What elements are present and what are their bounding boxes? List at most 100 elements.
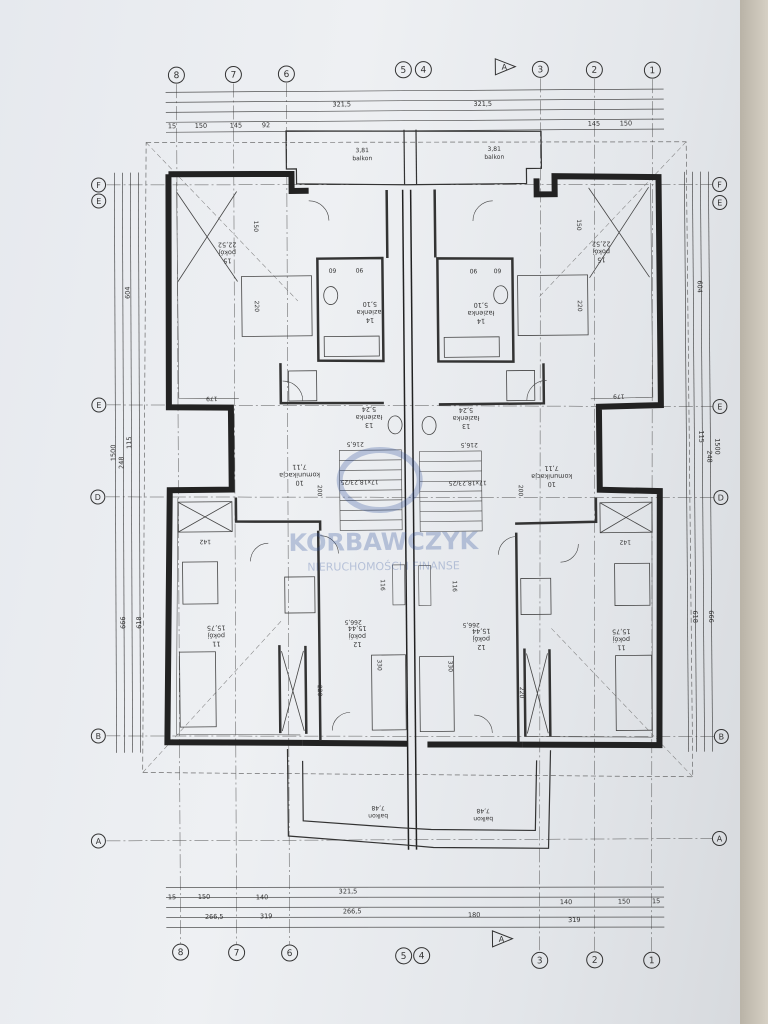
dim-266-left: 266,5 bbox=[344, 618, 361, 625]
dim-200-left: 200 bbox=[316, 485, 323, 497]
dim-116-right: 116 bbox=[451, 581, 458, 593]
axis-right-F: F bbox=[717, 180, 722, 189]
dim-90-right: 90 bbox=[469, 267, 477, 274]
axis-right-E: E bbox=[717, 402, 722, 411]
axis-top-8: 8 bbox=[174, 71, 180, 81]
axis-right-E1: E bbox=[717, 198, 722, 207]
party-wall bbox=[401, 189, 418, 850]
dim-bottom2-1: 266,5 bbox=[205, 913, 224, 921]
dim-bottom2-4: 319 bbox=[568, 916, 581, 924]
room-12-right-num: 12 bbox=[477, 643, 485, 651]
room-15-left-area: 22,52 bbox=[218, 241, 237, 249]
dim-right-115: 115 bbox=[697, 430, 705, 443]
axis-bottom-2: 2 bbox=[592, 956, 598, 966]
dim-bottom-7: 15 bbox=[652, 897, 660, 905]
dimension-lines-side bbox=[114, 171, 713, 753]
dim-top-total-right: 321,5 bbox=[473, 100, 492, 108]
dim-top-2: 150 bbox=[195, 122, 208, 130]
dim-bottom-2: 150 bbox=[198, 893, 211, 901]
section-marker-bottom-label: A bbox=[499, 935, 505, 944]
stair-left-label: 17x18,23/25 bbox=[340, 478, 378, 485]
dim-left-666: 666 bbox=[119, 616, 127, 629]
interior-walls bbox=[234, 189, 598, 743]
dim-216-right: 216,5 bbox=[460, 441, 477, 448]
room-12-right-area: 15,44 bbox=[472, 627, 491, 635]
dim-right-666: 666 bbox=[707, 610, 715, 623]
balcony-top-right-area: 3,81 bbox=[487, 146, 501, 153]
room-10-left-num: 10 bbox=[296, 479, 304, 487]
dim-200-right: 200 bbox=[517, 485, 524, 497]
dim-top-3: 145 bbox=[230, 121, 243, 129]
dim-left-604: 604 bbox=[124, 286, 132, 299]
wall-inner-lines bbox=[176, 182, 654, 738]
axis-top-7: 7 bbox=[231, 71, 237, 81]
balcony-top-right-label: balkon bbox=[484, 154, 504, 161]
dim-top-4: 92 bbox=[262, 121, 270, 129]
axis-bottom-4: 4 bbox=[419, 952, 425, 962]
balcony-bottom-left-label: balkon bbox=[368, 812, 388, 819]
room-12-left-name: pokój bbox=[348, 632, 366, 640]
dim-bottom-1: 15 bbox=[168, 893, 176, 901]
room-11-left-area: 15,75 bbox=[207, 624, 226, 632]
room-13-right-area: 5,24 bbox=[459, 406, 474, 414]
section-marker-bottom bbox=[491, 930, 514, 948]
dim-right-618: 618 bbox=[691, 610, 699, 623]
dim-left-1500: 1500 bbox=[109, 445, 117, 462]
axis-top-5: 5 bbox=[400, 66, 406, 76]
dim-left-115: 115 bbox=[125, 436, 133, 449]
room-11-right-name: pokój bbox=[612, 635, 630, 643]
dim-right-604: 604 bbox=[696, 280, 704, 293]
room-13-right-name: łazienka bbox=[453, 414, 480, 422]
room-13-left-num: 13 bbox=[365, 421, 373, 429]
dim-right-248: 248 bbox=[705, 450, 713, 463]
doors bbox=[250, 200, 579, 733]
room-15-right-num: 15 bbox=[597, 256, 605, 264]
dim-bottom-4: 321,5 bbox=[339, 887, 358, 895]
room-14-right-num: 14 bbox=[477, 317, 485, 325]
axis-left-F: F bbox=[96, 181, 101, 190]
balcony-bottom-left-area: 7,48 bbox=[371, 804, 385, 811]
dim-150-right: 150 bbox=[575, 219, 582, 231]
dim-330-right: 330 bbox=[447, 661, 454, 673]
room-10-right-area: 7,11 bbox=[544, 464, 559, 472]
dim-top-1: 15 bbox=[168, 122, 176, 130]
axis-bottom-3: 3 bbox=[537, 956, 543, 966]
axis-bottom-7: 7 bbox=[234, 949, 240, 959]
dim-216-left: 216,5 bbox=[346, 440, 363, 447]
dim-60-right: 60 bbox=[493, 267, 501, 274]
dimension-lines-top bbox=[165, 88, 665, 133]
axis-bottom-8: 8 bbox=[178, 948, 184, 958]
balcony-top-left-area: 3,81 bbox=[355, 147, 369, 154]
dim-bottom-5: 140 bbox=[560, 898, 573, 906]
dim-right-1500: 1500 bbox=[713, 438, 721, 455]
room-10-left-area: 7,11 bbox=[292, 463, 307, 471]
dim-left-248: 248 bbox=[117, 456, 125, 469]
balcony-bottom-right-area: 7,48 bbox=[476, 807, 490, 814]
room-11-left-name: pokój bbox=[207, 632, 225, 640]
room-13-right-num: 13 bbox=[462, 422, 470, 430]
section-marker-top bbox=[494, 58, 517, 76]
room-14-right-name: łazienka bbox=[467, 309, 494, 317]
axis-top-4: 4 bbox=[420, 66, 426, 76]
room-13-left-area: 5,24 bbox=[362, 405, 377, 413]
dim-150-left: 150 bbox=[252, 221, 259, 233]
axis-lines bbox=[105, 78, 715, 953]
room-15-right-area: 22,52 bbox=[592, 240, 611, 248]
dim-top-5: 150 bbox=[620, 119, 633, 127]
dim-179-right: 179 bbox=[613, 392, 625, 399]
dim-bottom2-5: 266,5 bbox=[343, 907, 362, 915]
room-14-right-area: 5,10 bbox=[474, 301, 489, 309]
axis-markers-side bbox=[90, 176, 729, 849]
dim-bottom2-3: 180 bbox=[468, 911, 481, 919]
dim-179-left: 179 bbox=[206, 395, 218, 402]
furniture bbox=[176, 186, 653, 734]
dim-116-left: 116 bbox=[379, 579, 386, 591]
room-15-left-num: 15 bbox=[223, 257, 231, 265]
room-15-left-name: pokój bbox=[218, 249, 236, 257]
dim-220-b-right: 220 bbox=[518, 687, 525, 699]
room-12-left-num: 12 bbox=[353, 640, 361, 648]
axis-top-2: 2 bbox=[591, 66, 597, 76]
room-10-left-name: komunikacja bbox=[279, 471, 320, 479]
balcony-top bbox=[285, 129, 543, 186]
